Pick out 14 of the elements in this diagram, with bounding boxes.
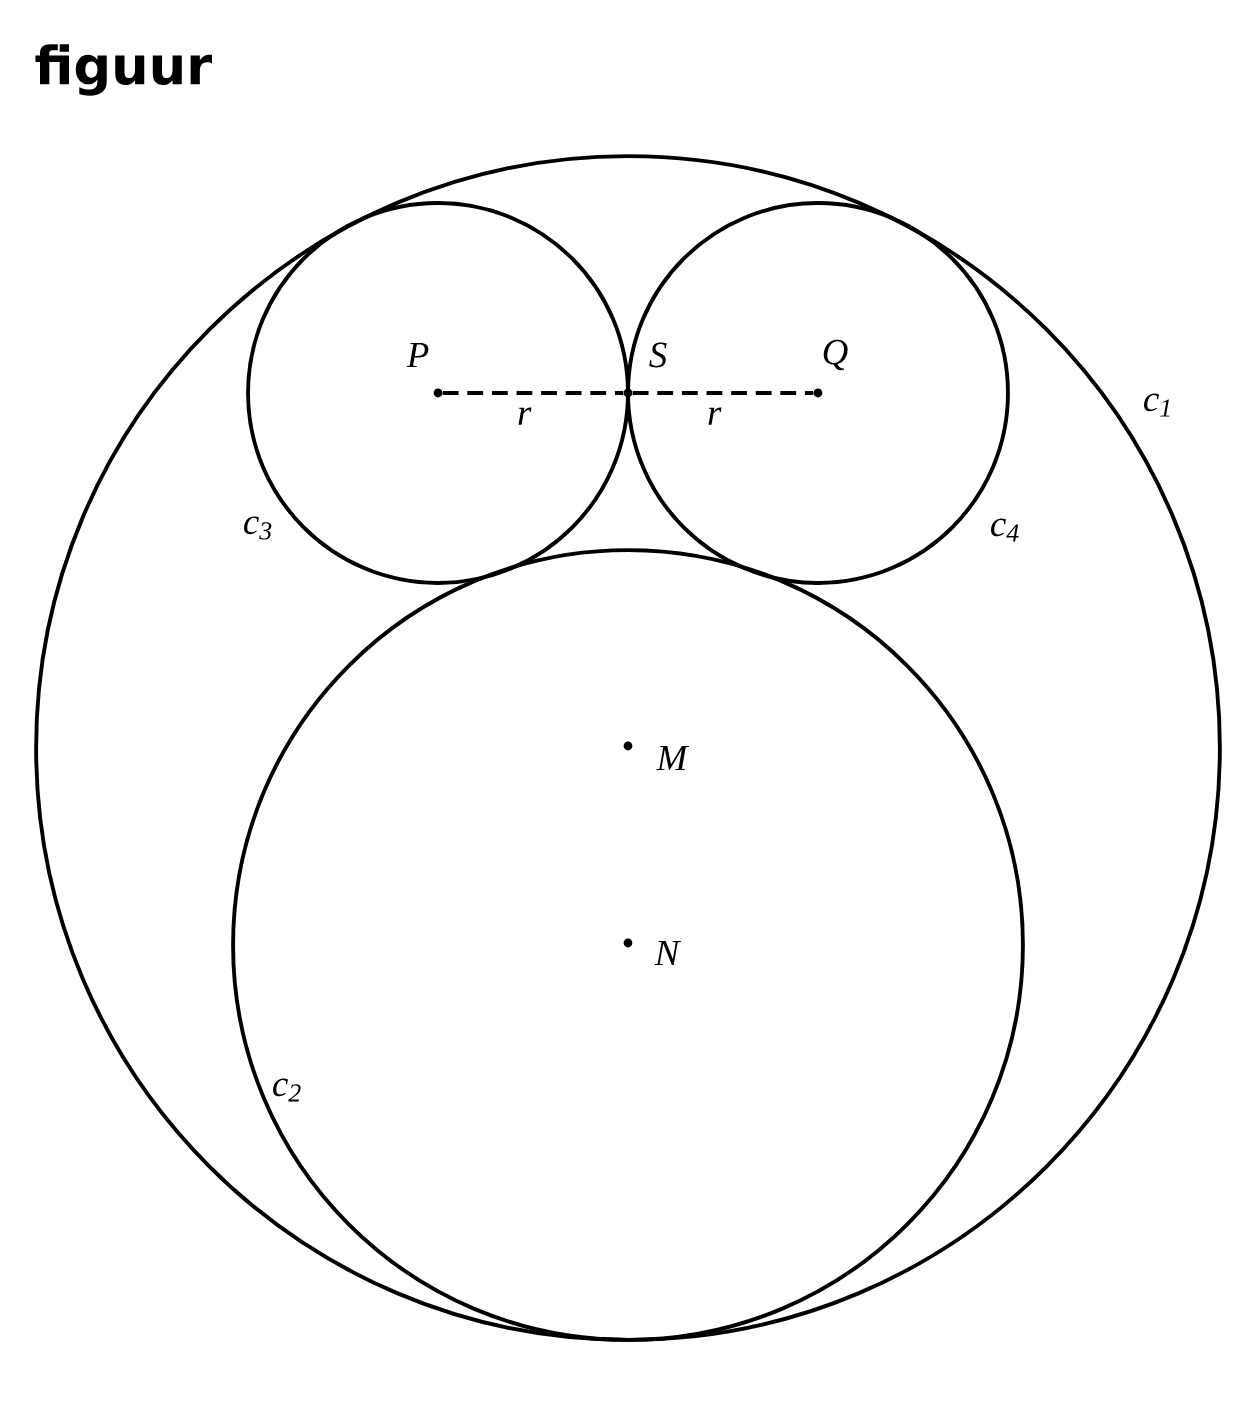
edge-label: r	[518, 407, 532, 425]
point: M	[623, 741, 690, 771]
node-label: P	[406, 342, 429, 368]
node-label: N	[654, 940, 682, 966]
dashed-line	[442, 390, 624, 396]
node-label: Q	[823, 339, 848, 371]
point: Q	[813, 339, 848, 398]
node-label: S	[649, 342, 667, 368]
edge-label: r	[708, 407, 722, 425]
dashed-line	[632, 390, 814, 396]
node-label: M	[656, 745, 690, 771]
title: figuur	[35, 44, 213, 96]
point: N	[623, 938, 681, 966]
point: P	[406, 342, 443, 398]
